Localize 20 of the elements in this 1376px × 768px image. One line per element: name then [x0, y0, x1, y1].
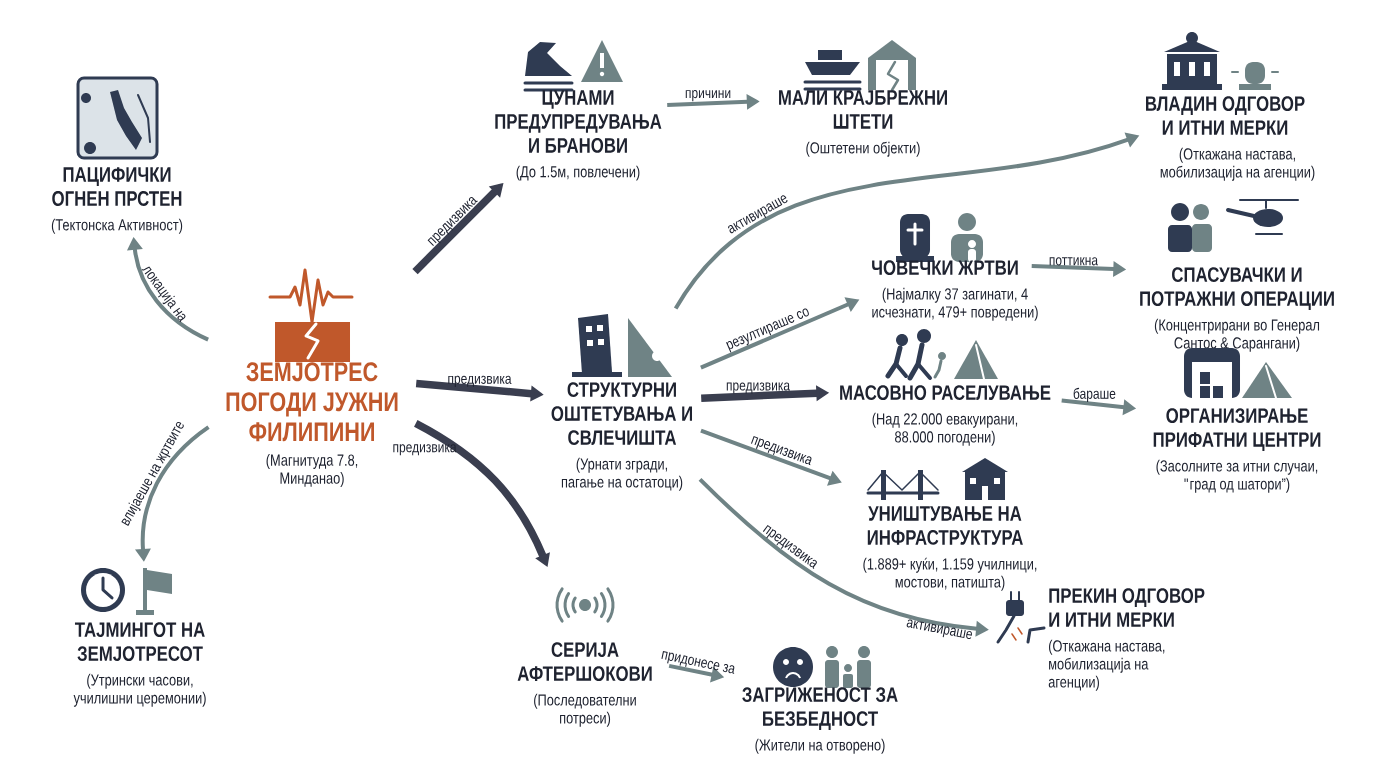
node-label: ЧОВЕЧКИ ЖРТВИ (Најмалку 37 загинати, 4 исчезнати, 479+ повредени)	[872, 260, 1038, 321]
node-label: МАСОВНО РАСЕЛУВАЊЕ (Над 22.000 евакуирани, 88.000 погодени)	[840, 385, 1051, 446]
edge-label: причини	[685, 90, 731, 102]
edge-label: придонесе за	[661, 651, 735, 674]
node-label: ТАЈМИНГОТ НА ЗЕМЈОТРЕСОТ (Утрински часови, училишни церемонии)	[73, 622, 206, 707]
node-label: СЕРИЈА АФТЕРШОКОВИ (Последователни потреси)	[517, 642, 652, 727]
node-label: УНИШТУВАЊЕ НА ИНФРАСТРУКТУРА (1.889+ куќи, 1.159 училници, мостови, патишта)	[863, 506, 1037, 591]
node-label: ЗАГРИЖЕНОСТ ЗА БЕЗБЕДНОСТ (Жители на отворено)	[742, 687, 898, 754]
edge-label: предизвика	[726, 382, 790, 394]
edge-label: бараше	[1073, 387, 1116, 402]
text-label: активираше	[906, 619, 972, 640]
node-label: ВЛАДИН ОДГОВОР И ИТНИ МЕРКИ (Откажана настава, мобилизација на агенции)	[1146, 96, 1315, 181]
node-label: СТРУКТУРНИ ОШТЕТУВАЊА И СВЛЕЧИШТА (Урнати згради, пагање на остатоци)	[551, 382, 692, 491]
node-label: СПАСУВАЧКИ И ПОТРАЖНИ ОПЕРАЦИИ (Концентрирани во Генерал Сантос & Сарангани)	[1140, 267, 1334, 352]
node-label: ОРГАНИЗИРАЊЕ ПРИФАТНИ ЦЕНТРИ (Засолните за итни случаи, "град од шатори”)	[1153, 408, 1321, 493]
node-label: ЦУНАМИ ПРЕДУПРЕДУВАЊА И БРАНОВИ (До 1.5м, повлечени)	[495, 90, 662, 181]
node-label: МАЛИ КРАЈБРЕЖНИ ШТЕТИ (Оштетени објекти)	[779, 90, 947, 157]
edge-label: поттикна	[1049, 257, 1098, 266]
node-label: ПАЦИФИЧКИ ОГНЕН ПРСТЕН (Тектонска Активност)	[51, 167, 183, 234]
node-label: ПРЕКИН ОДГОВОР И ИТНИ МЕРКИ (Откажана настава, мобилизација на агенции)	[1048, 588, 1205, 691]
